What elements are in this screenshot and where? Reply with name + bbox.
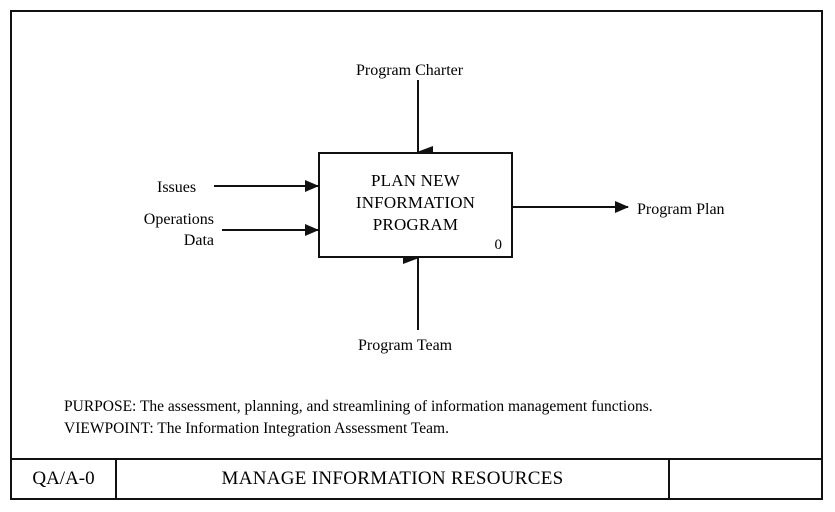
label-issues: Issues	[157, 179, 197, 196]
label-operations-data: Operations Data	[143, 211, 214, 249]
label-program-plan: Program Plan	[637, 201, 725, 218]
label-program-charter: Program Charter	[356, 62, 464, 79]
title-block: QA/A-0 MANAGE INFORMATION RESOURCES	[12, 458, 821, 498]
notes-block: PURPOSE: The assessment, planning, and s…	[64, 396, 784, 440]
purpose-line: PURPOSE: The assessment, planning, and s…	[64, 398, 653, 415]
activity-box-title: PLAN NEW INFORMATION PROGRAM	[355, 171, 476, 234]
title-block-node: QA/A-0	[12, 460, 117, 498]
activity-box[interactable]: PLAN NEW INFORMATION PROGRAM 0	[318, 152, 513, 258]
activity-box-number: 0	[494, 237, 503, 253]
title-block-extra	[670, 460, 821, 498]
viewpoint-line: VIEWPOINT: The Information Integration A…	[64, 420, 449, 437]
label-program-team: Program Team	[358, 337, 453, 354]
title-block-title: MANAGE INFORMATION RESOURCES	[117, 460, 670, 498]
